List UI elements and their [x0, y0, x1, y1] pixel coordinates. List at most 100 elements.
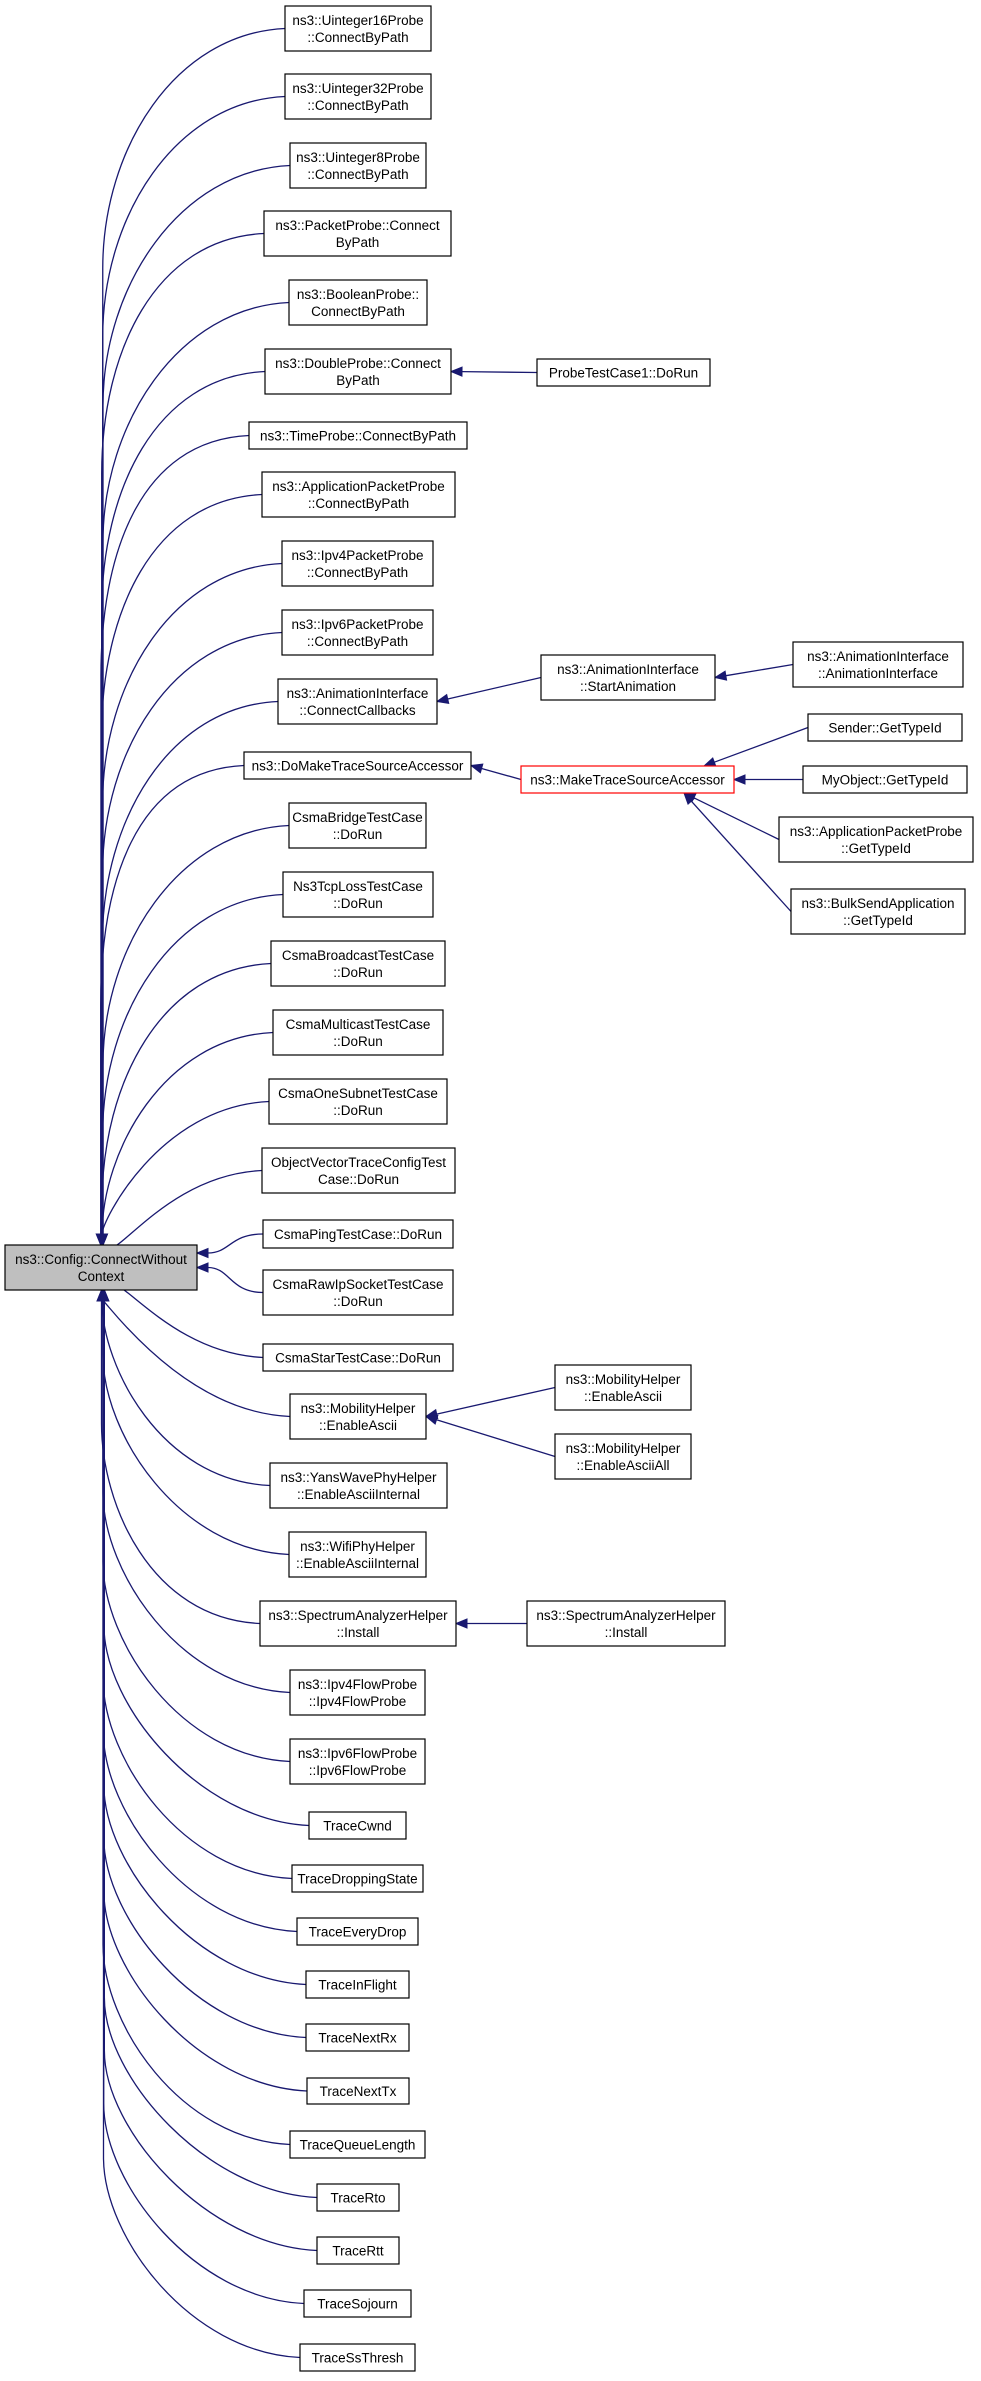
edge-line [102, 1301, 291, 2146]
node-label: ns3::SpectrumAnalyzerHelper [536, 1608, 716, 1623]
node-tracequeuelength[interactable]: TraceQueueLength [289, 2130, 426, 2159]
node-label: TraceDroppingState [297, 1872, 417, 1887]
edge-spectrum-to-root [96, 1288, 261, 1625]
edge-yanswave-to-root [96, 1288, 271, 1487]
edge-csmaping-to-root [195, 1233, 264, 1259]
node-probetestcase1-dorun[interactable]: ProbeTestCase1::DoRun [536, 358, 711, 387]
node-label: ns3::Uinteger16Probe [292, 13, 423, 28]
node-csmabridgetestcase-dorun[interactable]: CsmaBridgeTestCase::DoRun [288, 802, 427, 849]
node-label: TraceQueueLength [300, 2138, 416, 2153]
edge-line [101, 1300, 271, 1487]
node-ns3-spectrumanalyzerhelper-install[interactable]: ns3::SpectrumAnalyzerHelper::Install [259, 1600, 457, 1647]
node-traceeverydrop[interactable]: TraceEveryDrop [296, 1917, 419, 1946]
edge-line [100, 434, 250, 1234]
node-ns3-ipv4packetprobe-connectbypath[interactable]: ns3::Ipv4PacketProbe::ConnectByPath [281, 540, 434, 587]
node-box [807, 713, 963, 742]
node-ns3-timeprobe-connectbypath[interactable]: ns3::TimeProbe::ConnectByPath [248, 421, 468, 450]
node-box [263, 210, 452, 257]
node-ns3-ipv6packetprobe-connectbypath[interactable]: ns3::Ipv6PacketProbe::ConnectByPath [281, 609, 434, 656]
node-label: ns3::ApplicationPacketProbe [272, 479, 445, 494]
node-ns3-animationinterface-connectcallbacks[interactable]: ns3::AnimationInterface::ConnectCallback… [277, 678, 438, 725]
edge-line [714, 726, 809, 763]
node-label: TraceSsThresh [312, 2351, 404, 2366]
node-label: ns3::PacketProbe::Connect [275, 218, 440, 233]
node-tracenexttx[interactable]: TraceNextTx [306, 2077, 410, 2105]
node-tracesojourn[interactable]: TraceSojourn [303, 2289, 412, 2318]
node-csmapingtestcase-dorun[interactable]: CsmaPingTestCase::DoRun [262, 1219, 454, 1249]
edge-line [101, 962, 272, 1234]
node-label: ns3::Ipv4FlowProbe [298, 1677, 417, 1692]
node-ns3-booleanprobe-connectbypath[interactable]: ns3::BooleanProbe::ConnectByPath [288, 279, 428, 326]
edge-ns3tcploss-to-root [97, 893, 284, 1247]
edge-line [725, 663, 794, 677]
node-tracedroppingstate[interactable]: TraceDroppingState [291, 1864, 424, 1893]
node-ns3-bulksendapplication-gettypeid[interactable]: ns3::BulkSendApplication::GetTypeId [790, 888, 966, 935]
node-label: ns3::MobilityHelper [566, 1441, 681, 1456]
node-ns3-ipv4flowprobe-ipv4flowprobe[interactable]: ns3::Ipv4FlowProbe::Ipv4FlowProbe [289, 1669, 426, 1716]
arrow-head-icon [435, 693, 450, 705]
node-label: ns3::MobilityHelper [566, 1372, 681, 1387]
node-ns3tcplosstestcase-dorun[interactable]: Ns3TcpLossTestCase::DoRun [282, 871, 434, 918]
node-box [289, 2130, 426, 2159]
node-ns3-applicationpacketprobe-connectbypath[interactable]: ns3::ApplicationPacketProbe::ConnectByPa… [261, 471, 456, 518]
node-label: ns3::WifiPhyHelper [300, 1539, 415, 1554]
node-csmamulticasttestcase-dorun[interactable]: CsmaMulticastTestCase::DoRun [272, 1009, 444, 1056]
node-box [284, 5, 432, 52]
node-traceinflight[interactable]: TraceInFlight [305, 1970, 410, 1999]
node-ns3-animationinterface-animationinterface[interactable]: ns3::AnimationInterface::AnimationInterf… [792, 641, 964, 688]
node-label: ::DoRun [333, 965, 383, 980]
node-ns3-applicationpacketprobe-gettypeid[interactable]: ns3::ApplicationPacketProbe::GetTypeId [778, 816, 974, 863]
node-ns3-ipv6flowprobe-ipv6flowprobe[interactable]: ns3::Ipv6FlowProbe::Ipv6FlowProbe [289, 1738, 426, 1785]
node-label: TraceInFlight [318, 1978, 397, 1993]
node-tracecwnd[interactable]: TraceCwnd [308, 1811, 407, 1840]
edge-line [690, 800, 792, 912]
node-csmastartestcase-dorun[interactable]: CsmaStarTestCase::DoRun [262, 1343, 454, 1372]
node-label: ns3::Uinteger8Probe [296, 150, 420, 165]
node-ns3-uinteger8probe-connectbypath[interactable]: ns3::Uinteger8Probe::ConnectByPath [289, 142, 427, 189]
node-box [261, 471, 456, 518]
node-ns3-mobilityhelper-enableascii[interactable]: ns3::MobilityHelper::EnableAscii [554, 1364, 692, 1411]
node-label: ::ConnectByPath [307, 634, 408, 649]
node-csmabroadcasttestcase-dorun[interactable]: CsmaBroadcastTestCase::DoRun [270, 940, 446, 987]
node-ns3-mobilityhelper-enableascii[interactable]: ns3::MobilityHelper::EnableAscii [289, 1393, 427, 1440]
node-ns3-uinteger16probe-connectbypath[interactable]: ns3::Uinteger16Probe::ConnectByPath [284, 5, 432, 52]
node-label: ::EnableAscii [584, 1389, 662, 1404]
node-box [554, 1364, 692, 1411]
node-box [281, 609, 434, 656]
edge-line [101, 370, 266, 1234]
node-label: ::ConnectByPath [307, 98, 408, 113]
node-label: Sender::GetTypeId [828, 721, 941, 736]
node-ns3-spectrumanalyzerhelper-install[interactable]: ns3::SpectrumAnalyzerHelper::Install [526, 1600, 726, 1647]
edge-line [103, 1301, 310, 1827]
node-tracenextrx[interactable]: TraceNextRx [305, 2023, 410, 2052]
node-ns3-wifiphyhelper-enableasciiinternal[interactable]: ns3::WifiPhyHelper::EnableAsciiInternal [288, 1531, 427, 1578]
node-label: ns3::BooleanProbe:: [297, 287, 419, 302]
node-myobject-gettypeid[interactable]: MyObject::GetTypeId [802, 765, 968, 794]
node-ns3-maketracesourceaccessor[interactable]: ns3::MakeTraceSourceAccessor [520, 765, 735, 794]
node-ns3-yanswavephyhelper-enableasciiinternal[interactable]: ns3::YansWavePhyHelper::EnableAsciiInter… [269, 1462, 448, 1509]
node-ns3-domaketracesourceaccessor[interactable]: ns3::DoMakeTraceSourceAccessor [243, 751, 472, 780]
node-csmaonesubnettestcase-dorun[interactable]: CsmaOneSubnetTestCase::DoRun [268, 1078, 448, 1125]
node-tracessthresh[interactable]: TraceSsThresh [299, 2343, 416, 2372]
node-sender-gettypeid[interactable]: Sender::GetTypeId [807, 713, 963, 742]
edge-animctor-to-animstart [713, 663, 794, 681]
node-tracerto[interactable]: TraceRto [316, 2183, 400, 2212]
node-ns3-doubleprobe-connect-bypath[interactable]: ns3::DoubleProbe::ConnectByPath [264, 348, 452, 395]
node-box [316, 2236, 400, 2265]
arrow-head-icon [449, 366, 463, 377]
node-label: ns3::Uinteger32Probe [292, 81, 423, 96]
node-box [520, 765, 735, 794]
edge-line [103, 1301, 318, 2199]
node-ns3-packetprobe-connect-bypath[interactable]: ns3::PacketProbe::ConnectByPath [263, 210, 452, 257]
node-ns3-animationinterface-startanimation[interactable]: ns3::AnimationInterface::StartAnimation [540, 654, 716, 701]
node-box [296, 1917, 419, 1946]
node-ns3-uinteger32probe-connectbypath[interactable]: ns3::Uinteger32Probe::ConnectByPath [284, 73, 432, 120]
node-tracertt[interactable]: TraceRtt [316, 2236, 400, 2265]
node-label: ns3::DoMakeTraceSourceAccessor [252, 759, 464, 774]
arrow-head-icon [469, 763, 484, 774]
node-label: ns3::MakeTraceSourceAccessor [530, 773, 725, 788]
node-csmarawipsockettestcase-dorun[interactable]: CsmaRawIpSocketTestCase::DoRun [262, 1269, 454, 1316]
node-ns3-mobilityhelper-enableasciiall[interactable]: ns3::MobilityHelper::EnableAsciiAll [554, 1433, 692, 1480]
